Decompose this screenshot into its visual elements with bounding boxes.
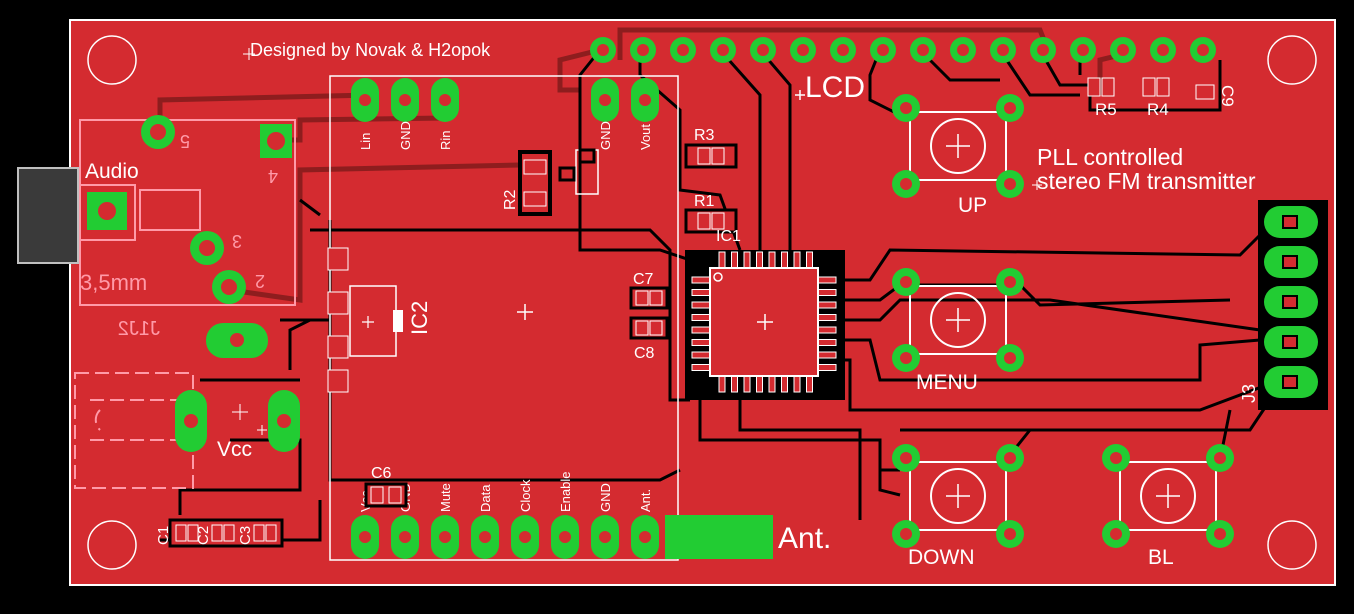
module-pin-label: Ant. [638,489,653,512]
fm-module-outline [329,75,679,561]
r5-resistor: R5 [1087,77,1117,119]
module-top-pins: Lin GND Rin GND Vout [351,78,659,150]
module-pin-label: GND [598,121,613,150]
svg-text:R4: R4 [1147,100,1169,119]
svg-text:R2: R2 [502,189,519,210]
r3-resistor: R3 [684,127,738,169]
ic1-microcontroller: IC1 [685,228,845,400]
module-pin-label: Rin [438,130,453,150]
bl-button [1102,444,1234,548]
down-button [892,444,1024,548]
svg-text:C8: C8 [634,345,655,362]
r1-resistor: R1 [684,193,738,234]
vcc-jack-pads [175,323,300,452]
svg-text:C7: C7 [633,271,654,288]
module-pin-label: Enable [558,472,573,512]
audio-pin-4: 4 [268,166,278,186]
ic1-label: IC1 [716,228,741,245]
ant-label: Ant. [778,522,831,555]
svg-text:C1: C1 [155,526,172,545]
svg-text:C2: C2 [195,526,212,545]
up-button [892,94,1024,198]
ic2-caps [327,247,349,393]
audio-label: Audio [85,160,139,183]
transistor [558,148,599,195]
audio-pin-3: 3 [232,231,242,251]
c7-capacitor: C7 [629,271,669,310]
menu-label: MENU [916,371,978,394]
svg-text:J3: J3 [1239,384,1259,403]
svg-text:C3: C3 [237,526,254,545]
c1-c2-c3-capacitors: C1 C2 C3 [155,518,284,548]
push-buttons [892,94,1234,548]
jack-size-label: 3,5mm [80,270,147,295]
svg-text:IC2: IC2 [407,301,432,335]
module-bottom-pins: VccGNDMuteDataClockEnableGNDAnt. [351,472,659,559]
audio-jack-pads [87,115,292,304]
module-pin-label: GND [398,121,413,150]
audio-jack-outline [17,119,296,306]
title-line2: stereo FM transmitter [1037,168,1256,194]
c9-capacitor: C9 [1195,84,1237,107]
module-pin-label: Data [478,484,493,512]
audio-pin-5: 5 [180,131,190,151]
c6-capacitor: C6 [364,465,408,508]
c8-capacitor: C8 [629,316,669,362]
svg-text:C6: C6 [371,465,392,482]
svg-text:R5: R5 [1095,100,1117,119]
audio-pin-2: 2 [255,271,265,291]
svg-text:R3: R3 [694,127,715,144]
antenna-pad [665,515,773,559]
module-pin-label: Mute [438,483,453,512]
mounting-holes [87,35,1317,570]
credit-text: Designed by Novak & H2opok [250,40,491,60]
ic2-regulator: IC2 [349,285,432,357]
r2-resistor: R2 [502,150,552,216]
module-pin-label: Vout [638,124,653,150]
lcd-header [590,37,1216,63]
svg-text:R1: R1 [694,193,715,210]
vcc-jack-outline [74,372,194,489]
jack-ref-label: J1J2 [118,318,160,340]
down-label: DOWN [908,546,975,569]
j3-connector: J3 [1239,200,1328,410]
module-pin-label: Lin [358,133,373,150]
r4-resistor: R4 [1142,77,1170,119]
svg-text:C9: C9 [1218,85,1237,107]
module-pin-label: GND [598,483,613,512]
module-pin-label: Clock [518,479,533,512]
title-line1: PLL controlled [1037,144,1183,170]
vcc-label: Vcc [217,438,252,461]
menu-button [892,268,1024,372]
lcd-label: LCD [805,71,865,104]
bl-label: BL [1148,546,1174,569]
up-label: UP [958,194,987,217]
